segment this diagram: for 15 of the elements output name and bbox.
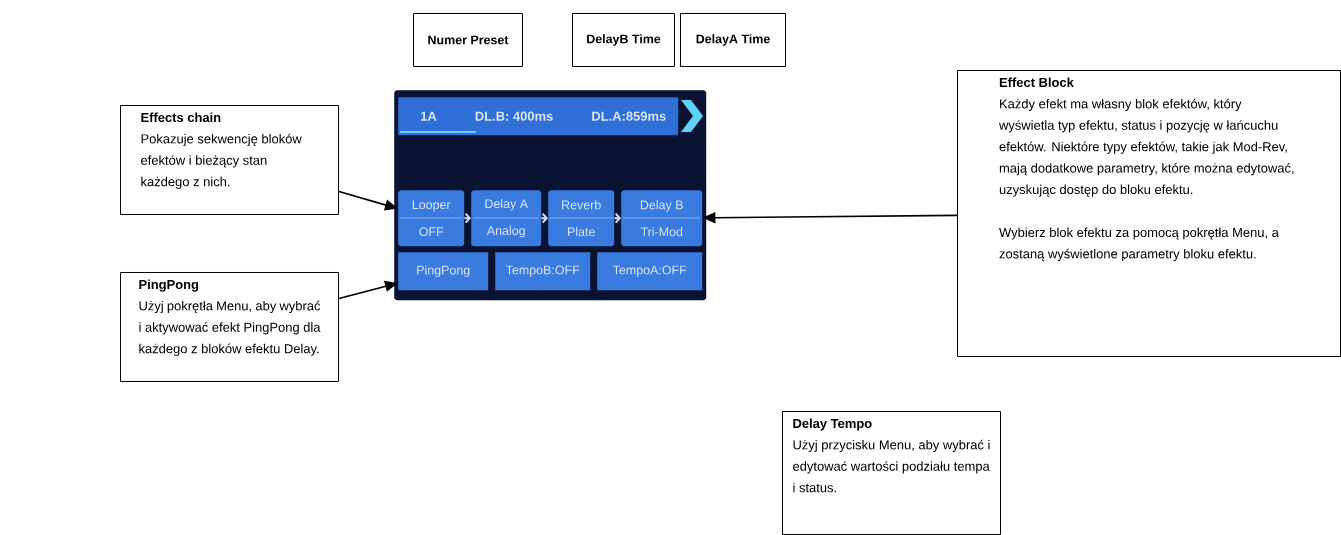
header-bar: 1A DL.B: 400ms DL.A:859ms <box>398 97 679 136</box>
screen-button: PingPong <box>398 252 489 291</box>
effect-block: Reverb Plate <box>548 190 615 247</box>
callout-box: Effect Block Każdy efekt ma własny blok efektów, który wyświetla typ efektu, status i pozycję w łańcuchu efektów. Niektóre typy efektów, takie jak Mod-Rev, mają dodatkowe parametry, które można edytować, uzyskując dostęp do bloku efektu. Wybierz blok efektu za pomocą pokrętła Menu, a zostaną wyświetlone parametry bloku efektu. <box>957 70 1341 357</box>
effect-block: Looper OFF <box>398 190 465 247</box>
callout-box: PingPong Użyj pokrętła Menu, aby wybrać i aktywować efekt PingPong dla każdego z bloków efektu Delay. <box>120 272 339 382</box>
label-box: DelayA Time <box>680 13 786 67</box>
screen-button: TempoA:OFF <box>597 252 703 291</box>
label-box: DelayB Time <box>572 13 675 67</box>
label-box: Numer Preset <box>413 13 523 67</box>
callout-box: Effects chain Pokazuje sekwencję bloków efektów i bieżący stan każdego z nich. <box>120 105 339 215</box>
effect-block: Delay B Tri-Mod <box>621 190 703 247</box>
effect-block: Delay A Analog <box>471 190 542 247</box>
screen-button: TempoB:OFF <box>495 252 591 291</box>
callout-box: Delay Tempo Użyj przycisku Menu, aby wybrać i edytować wartości podziału tempa i status. <box>782 411 1001 535</box>
